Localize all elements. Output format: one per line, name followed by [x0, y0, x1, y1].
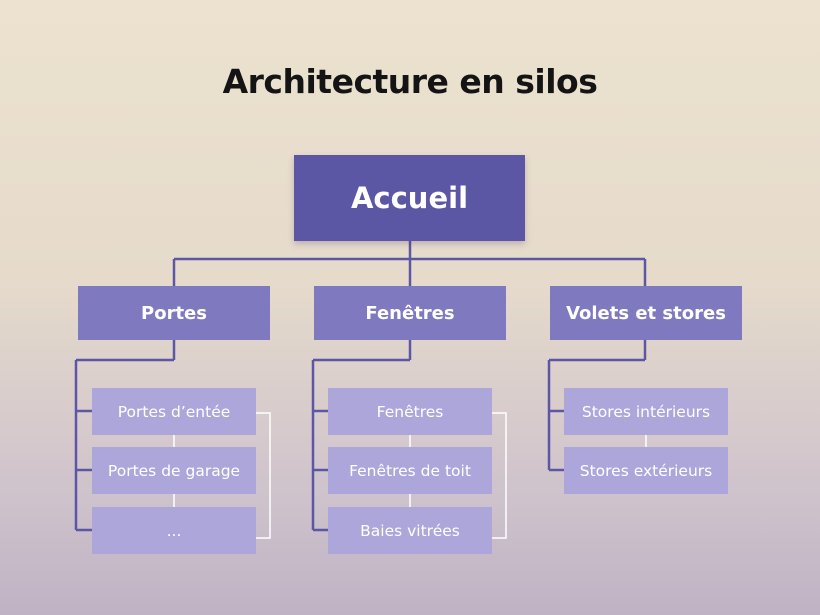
sibling-brackets	[173, 412, 647, 539]
subcategory-portes-more: ...	[92, 507, 256, 554]
subcategory-baies-vitrees: Baies vitrées	[328, 507, 492, 554]
subcategory-stores-interieurs: Stores intérieurs	[564, 388, 728, 435]
category-fenetres: Fenêtres	[314, 286, 506, 340]
category-volets-stores: Volets et stores	[550, 286, 742, 340]
category-connectors	[74, 340, 647, 532]
root-connectors	[172, 241, 647, 286]
subcategory-portes-garage: Portes de garage	[92, 447, 256, 494]
subcategory-stores-exterieurs: Stores extérieurs	[564, 447, 728, 494]
category-portes: Portes	[78, 286, 270, 340]
subcategory-portes-entree: Portes d’entée	[92, 388, 256, 435]
page-title: Architecture en silos	[222, 62, 598, 101]
subcategory-fenetres-toit: Fenêtres de toit	[328, 447, 492, 494]
subcategory-fenetres: Fenêtres	[328, 388, 492, 435]
root-node: Accueil	[294, 155, 525, 241]
